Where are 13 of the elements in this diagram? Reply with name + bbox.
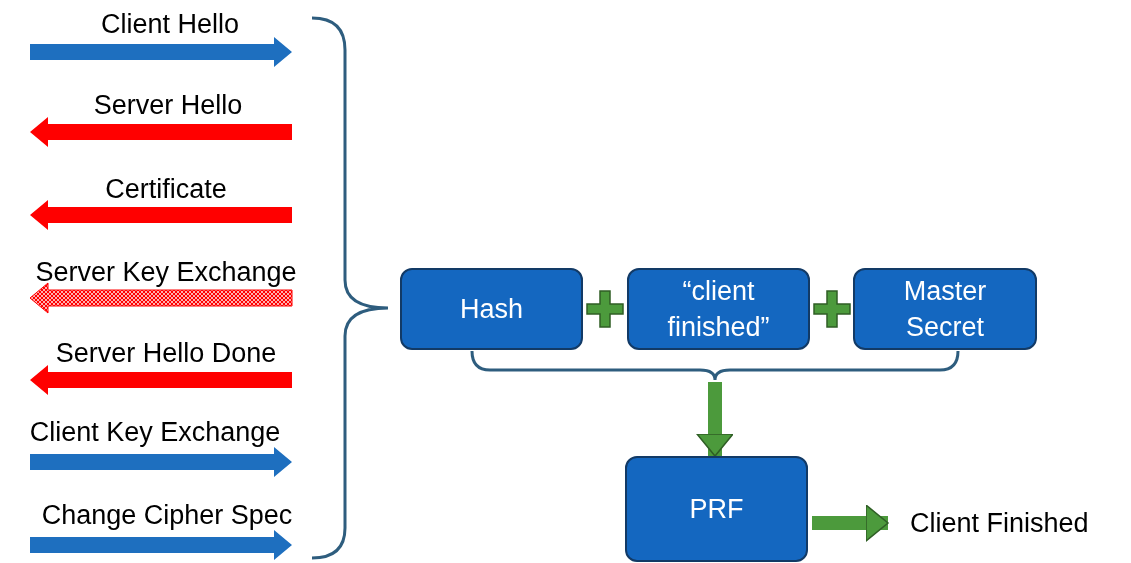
message-label: Server Hello <box>93 89 243 121</box>
output-label: Client Finished <box>910 507 1089 539</box>
process-box: Master Secret <box>853 268 1037 350</box>
process-box: Hash <box>400 268 583 350</box>
message-label: Server Key Exchange <box>35 256 297 288</box>
message-label: Certificate <box>105 173 227 205</box>
process-box: PRF <box>625 456 808 562</box>
arrow <box>812 504 889 542</box>
message-label: Client Key Exchange <box>29 416 281 448</box>
message-label: Change Cipher Spec <box>41 499 293 531</box>
process-box: “client finished” <box>627 268 810 350</box>
message-label: Client Hello <box>100 8 240 40</box>
message-label: Server Hello Done <box>55 337 277 369</box>
